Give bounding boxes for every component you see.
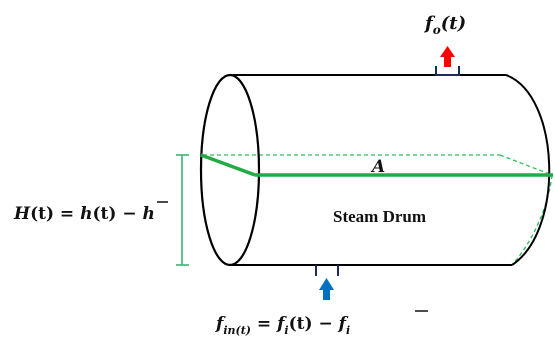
inflow-eq: = — [251, 314, 277, 334]
inflow-lhs-f: f — [215, 314, 226, 334]
level-bracket — [176, 154, 189, 266]
inflow-arrow-icon — [319, 278, 334, 300]
drum-left-end-ellipse — [199, 73, 261, 267]
inflow-lhs-sub: in(t) — [223, 324, 251, 337]
outflow-label: fo(t) — [423, 13, 466, 37]
inflow-equation: fin(t) = fi(t) − fi — [215, 314, 350, 337]
level-H-arg: (t) = — [30, 204, 80, 224]
level-h-arg: (t) − — [92, 204, 142, 224]
dashed-right-end-lower-curve — [511, 174, 553, 266]
dashed-surface-right-edge — [499, 154, 553, 176]
area-label: A — [370, 157, 385, 177]
level-equation: H(t) = h(t) − h — [13, 204, 155, 224]
inflow-bar-sub: i — [346, 324, 350, 337]
outflow-arg: (t) — [441, 13, 466, 34]
level-H: H — [13, 204, 31, 224]
outflow-arrow-icon — [440, 46, 455, 67]
inflow-rhs-sub: i — [284, 324, 288, 337]
level-hbar: h — [143, 204, 155, 224]
inflow-nozzle — [315, 265, 339, 276]
water-level-left-segment — [200, 153, 256, 177]
outflow-sub: o — [433, 23, 441, 37]
outflow-nozzle — [435, 66, 460, 76]
drum-right-end-arc — [505, 74, 551, 266]
hidden-water-surface — [203, 154, 553, 266]
inflow-rhs-arg: (t) − — [289, 314, 339, 334]
inflow-rhs-f: f — [276, 314, 287, 334]
vessel-label: Steam Drum — [333, 207, 426, 226]
water-level — [200, 153, 553, 177]
inflow-bar-f: f — [338, 314, 349, 334]
drum-body — [199, 73, 551, 267]
level-h: h — [80, 204, 92, 224]
